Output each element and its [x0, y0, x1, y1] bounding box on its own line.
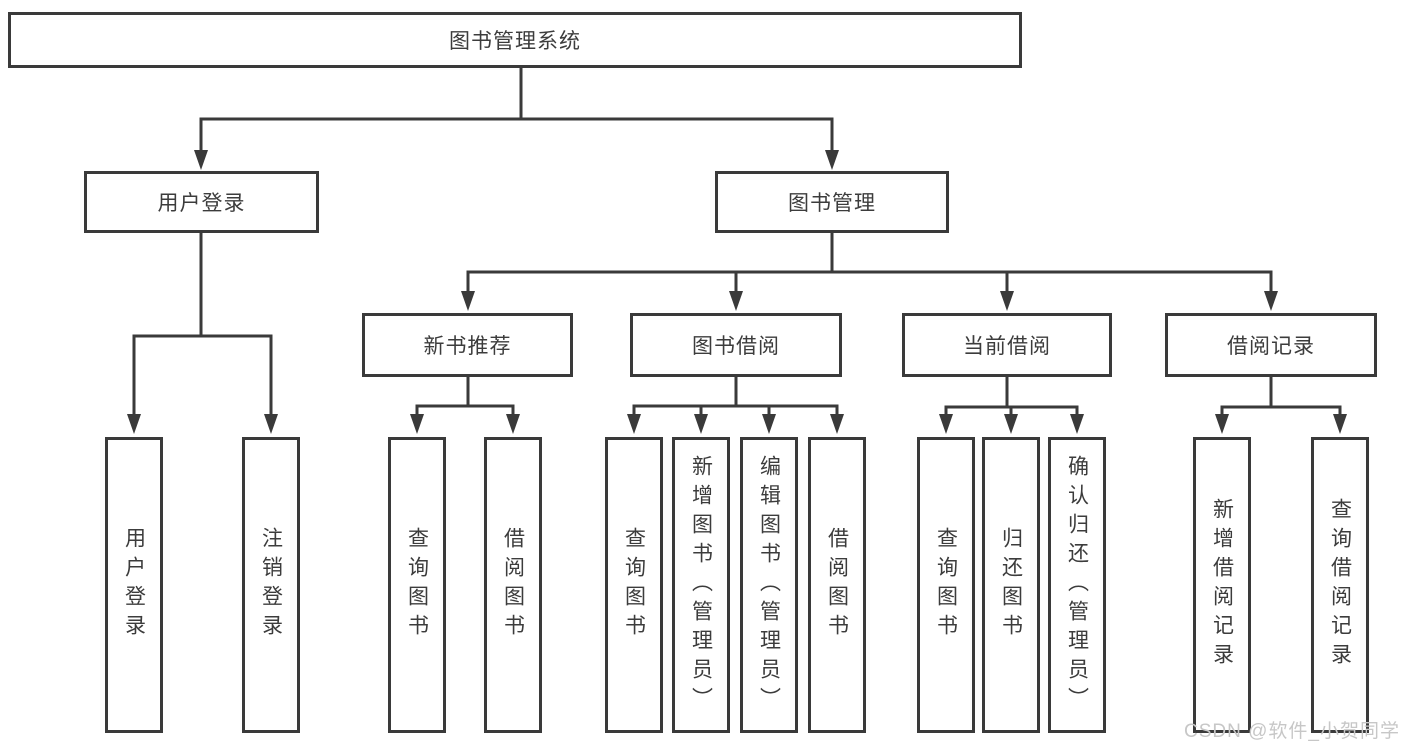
leaf-label: 查询借阅记录 — [1328, 498, 1352, 672]
leaf-label: 查询图书 — [405, 527, 429, 643]
node-label: 图书管理系统 — [449, 30, 581, 53]
node-user-login: 用户登录 — [84, 171, 319, 233]
csdn-watermark: CSDN @软件_小贺同学 — [1184, 721, 1400, 742]
node-label: 图书管理 — [788, 192, 876, 215]
leaf-label: 确认归还（管理员） — [1065, 454, 1089, 716]
leaf-label: 注销登录 — [259, 527, 283, 643]
leaf-user-login: 用户登录 — [105, 437, 163, 733]
leaf-label: 借阅图书 — [825, 527, 849, 643]
node-label: 图书借阅 — [692, 335, 780, 358]
leaf-records-query-record: 查询借阅记录 — [1311, 437, 1369, 733]
leaf-current-return-books: 归还图书 — [982, 437, 1040, 733]
leaf-borrow-add-books-admin: 新增图书（管理员） — [672, 437, 730, 733]
leaf-logout: 注销登录 — [242, 437, 300, 733]
leaf-label: 用户登录 — [122, 527, 146, 643]
leaf-label: 新增借阅记录 — [1210, 498, 1234, 672]
node-label: 新书推荐 — [423, 335, 512, 358]
leaf-label: 查询图书 — [934, 527, 958, 643]
node-book-management: 图书管理 — [715, 171, 949, 233]
leaf-borrow-query-books: 查询图书 — [605, 437, 663, 733]
leaf-recommend-query-books: 查询图书 — [388, 437, 446, 733]
node-borrow-records: 借阅记录 — [1165, 313, 1377, 377]
leaf-borrow-edit-books-admin: 编辑图书（管理员） — [740, 437, 798, 733]
leaf-label: 归还图书 — [999, 527, 1023, 643]
node-label: 用户登录 — [157, 192, 246, 215]
node-label: 借阅记录 — [1227, 335, 1315, 358]
node-library-system-root: 图书管理系统 — [8, 12, 1022, 68]
node-current-borrow: 当前借阅 — [902, 313, 1112, 377]
node-book-borrow: 图书借阅 — [630, 313, 842, 377]
leaf-label: 借阅图书 — [501, 527, 525, 643]
leaf-records-add-record: 新增借阅记录 — [1193, 437, 1251, 733]
leaf-label: 新增图书（管理员） — [689, 454, 713, 716]
node-new-book-recommend: 新书推荐 — [362, 313, 573, 377]
leaf-current-query-books: 查询图书 — [917, 437, 975, 733]
leaf-current-confirm-return-admin: 确认归还（管理员） — [1048, 437, 1106, 733]
leaf-label: 查询图书 — [622, 527, 646, 643]
node-label: 当前借阅 — [963, 335, 1051, 358]
leaf-recommend-borrow-books: 借阅图书 — [484, 437, 542, 733]
arrowheads — [127, 150, 1347, 434]
leaf-borrow-borrow-books: 借阅图书 — [808, 437, 866, 733]
leaf-label: 编辑图书（管理员） — [757, 454, 781, 716]
